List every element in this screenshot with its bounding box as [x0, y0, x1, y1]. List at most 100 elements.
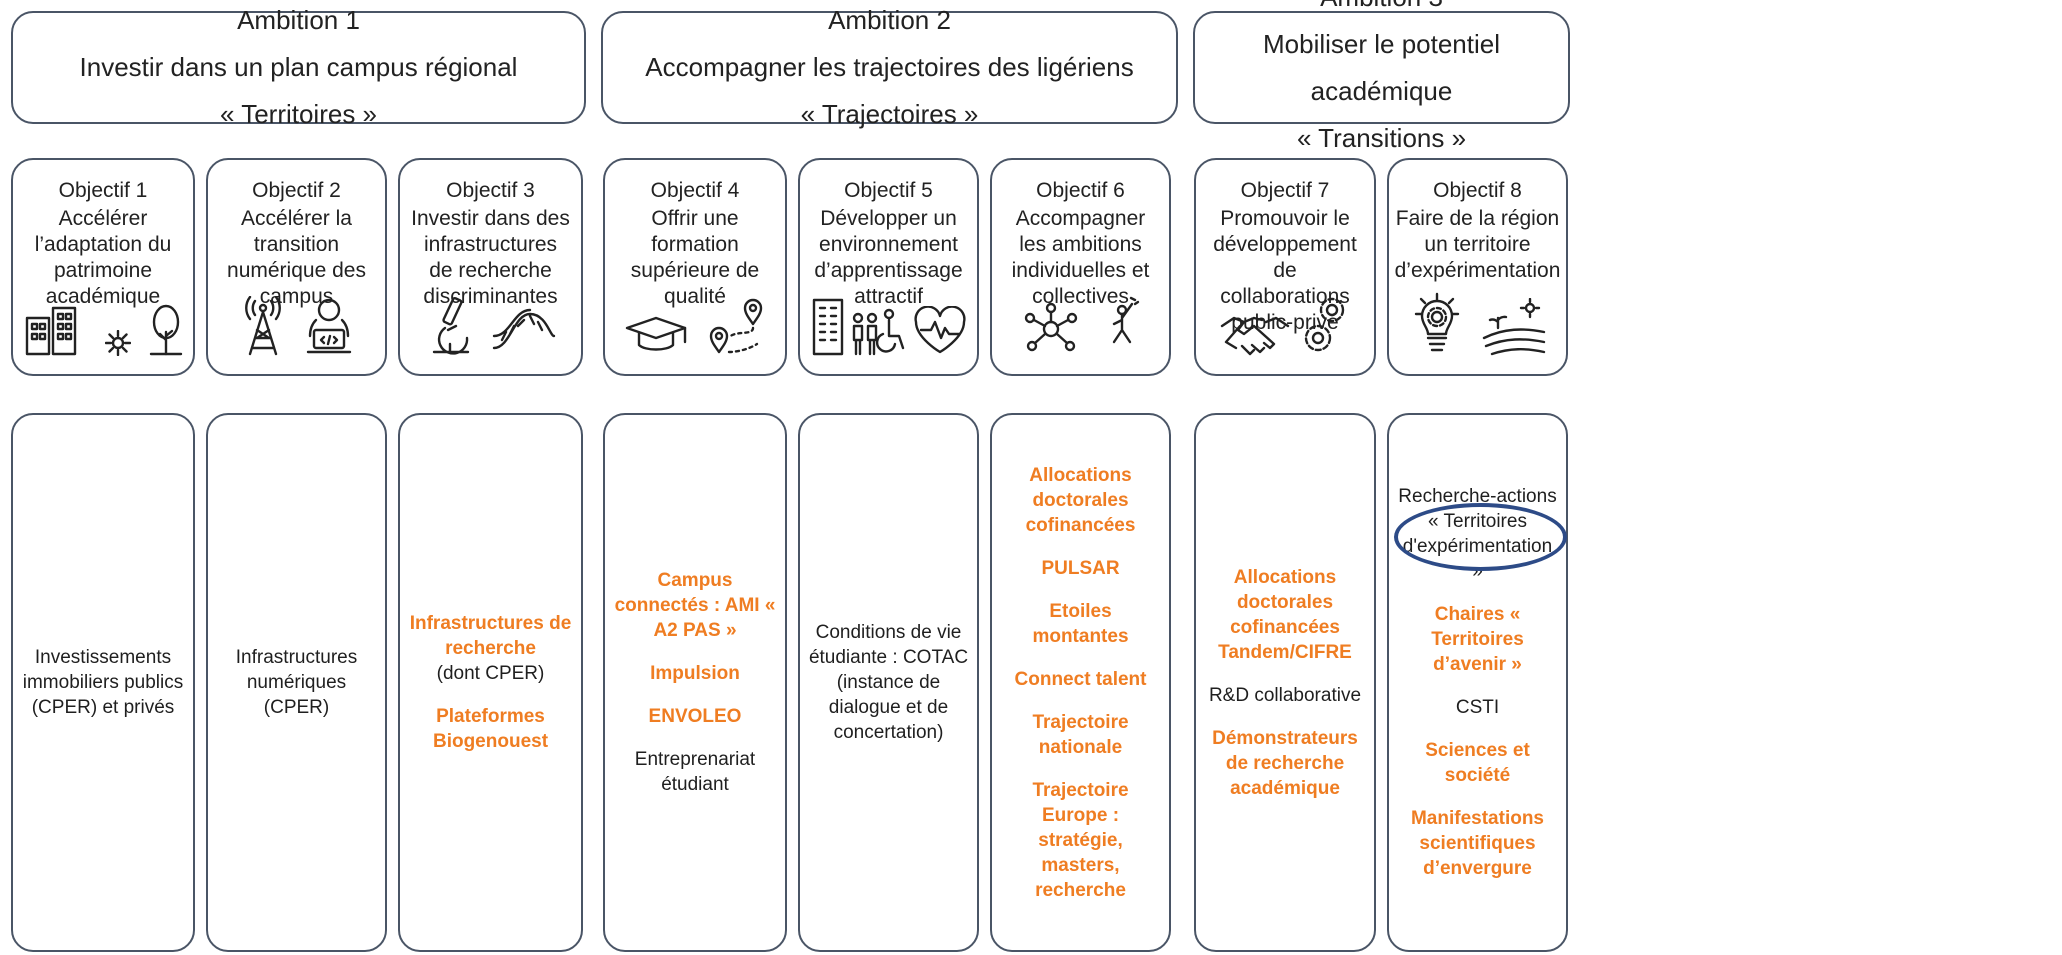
- action-label: R&D collaborative: [1208, 684, 1362, 706]
- actions-box-1: Investissements immobiliers publics (CPE…: [11, 413, 195, 952]
- lightbulb-gear-icon: [1414, 292, 1459, 352]
- objective-title: Objectif 4: [650, 179, 740, 202]
- actions-box-7: Allocations doctorales cofinancées Tande…: [1194, 413, 1376, 952]
- ambition-title: Ambition 3: [1320, 0, 1443, 21]
- action-item: Campus connectés : AMI « A2 PAS »: [613, 568, 777, 643]
- action-item: Trajectoire Europe : stratégie, masters,…: [1000, 778, 1161, 903]
- objective-2-box: Objectif 2 Accélérer la transition numér…: [206, 158, 387, 376]
- ambition-2-box: Ambition 2 Accompagner les trajectoires …: [601, 5, 1178, 129]
- action-item: Impulsion: [650, 661, 740, 686]
- action-item: CSTI: [1456, 695, 1499, 720]
- objective-6-box: Objectif 6 Accompagner les ambitions ind…: [990, 158, 1171, 376]
- field-sprout-icon: [1482, 298, 1545, 356]
- objective-title: Objectif 5: [844, 179, 933, 202]
- action-label: Impulsion: [650, 663, 740, 684]
- objective-3-box: Objectif 3 Investir dans des infrastruct…: [398, 158, 583, 376]
- objective-title: Objectif 3: [446, 179, 535, 202]
- ambition-tag: « Territoires »: [219, 99, 378, 129]
- ambition-1-box: Ambition 1 Investir dans un plan campus …: [11, 5, 586, 129]
- action-item: Chaires « Territoires d’avenir »: [1397, 602, 1558, 677]
- action-label: Infrastructures numériques (CPER): [235, 647, 358, 718]
- objective-description: Accélérer la transition numérique des ca…: [227, 207, 366, 308]
- action-label: Allocations doctorales cofinancées: [1025, 464, 1136, 536]
- action-label: Campus connectés : AMI « A2 PAS »: [614, 570, 776, 641]
- highlight-ring: [1394, 503, 1567, 571]
- objective-title: Objectif 2: [252, 179, 341, 202]
- ambition-tag: « Transitions »: [1296, 122, 1467, 153]
- objective-title: Objectif 6: [1036, 179, 1125, 202]
- action-item: R&D collaborative: [1209, 683, 1361, 708]
- actions-box-5: Conditions de vie étudiante : COTAC (ins…: [798, 413, 979, 952]
- action-suffix: (dont CPER): [436, 663, 545, 684]
- action-label: Plateformes Biogenouest: [432, 706, 549, 752]
- ambition-title: Ambition 2: [828, 5, 951, 35]
- actions-box-2: Infrastructures numériques (CPER): [206, 413, 387, 952]
- action-label: Sciences et société: [1425, 740, 1530, 786]
- action-item: Démonstrateurs de recherche académique: [1204, 726, 1366, 801]
- objective-description: Offrir une formation supérieure de quali…: [630, 207, 760, 308]
- objective-4-box: Objectif 4 Offrir une formation supérieu…: [603, 158, 787, 376]
- action-item: Plateformes Biogenouest: [408, 704, 573, 754]
- action-item: Connect talent: [1015, 667, 1147, 692]
- people-wheelchair-icon: [852, 308, 904, 356]
- action-item: Entreprenariat étudiant: [613, 747, 777, 797]
- dna-icon: [492, 308, 555, 350]
- action-item: Allocations doctorales cofinancées: [1000, 463, 1161, 538]
- objective-title: Objectif 7: [1240, 179, 1330, 202]
- network-icon: [1024, 302, 1077, 352]
- handshake-icon: [1220, 316, 1290, 356]
- actions-box-8: Recherche-actions « Territoires d'expéri…: [1387, 413, 1568, 952]
- action-label: ENVOLEO: [648, 706, 742, 727]
- route-pin-icon: [709, 298, 763, 354]
- ambition-description: Accompagner les trajectoires des ligérie…: [645, 52, 1134, 82]
- action-label: Connect talent: [1014, 668, 1147, 690]
- action-label: Trajectoire Europe : stratégie, masters,…: [1032, 779, 1129, 901]
- objective-title: Objectif 1: [58, 179, 148, 202]
- action-item: Infrastructures de recherche (dont CPER): [408, 611, 573, 686]
- action-label: PULSAR: [1041, 557, 1120, 579]
- tree-icon: [149, 304, 183, 356]
- action-label: CSTI: [1455, 697, 1500, 718]
- action-item: PULSAR: [1041, 556, 1119, 581]
- action-item: Etoiles montantes: [1000, 599, 1161, 649]
- action-label: Conditions de vie étudiante : COTAC (ins…: [808, 622, 969, 743]
- action-item: Manifestations scientifiques d’envergure: [1397, 806, 1558, 881]
- city-buildings-icon: [25, 306, 77, 356]
- heart-pulse-icon: [913, 306, 966, 354]
- objective-description: Investir dans des infrastructures de rec…: [411, 207, 570, 308]
- objective-1-box: Objectif 1 Accélérer l’adaptation du pat…: [11, 158, 195, 376]
- actions-box-4: Campus connectés : AMI « A2 PAS » Impulsi…: [603, 413, 787, 952]
- objective-title: Objectif 8: [1433, 179, 1522, 202]
- antenna-tower-icon: [244, 296, 281, 356]
- action-item: Trajectoire nationale: [1000, 710, 1161, 760]
- action-label: Investissements immobiliers publics (CPE…: [22, 647, 184, 718]
- actions-box-3: Infrastructures de recherche (dont CPER) P…: [398, 413, 583, 952]
- ambition-description: Mobiliser le potentiel académique: [1262, 28, 1500, 106]
- action-item: Investissements immobiliers publics (CPE…: [21, 645, 185, 720]
- ambition-description: Investir dans un plan campus régional: [79, 52, 518, 82]
- laptop-user-icon: [306, 298, 351, 354]
- microscope-icon: [432, 296, 469, 355]
- action-item: Infrastructures numériques (CPER): [216, 645, 377, 720]
- action-label: Trajectoire nationale: [1032, 711, 1129, 758]
- action-label: Allocations doctorales cofinancées Tande…: [1218, 566, 1352, 663]
- action-label: Infrastructures de recherche: [409, 613, 572, 659]
- action-label: Démonstrateurs de recherche académique: [1212, 727, 1358, 799]
- ambition-tag: « Trajectoires »: [800, 99, 979, 129]
- achiever-icon: [1112, 296, 1139, 344]
- building-icon: [812, 298, 843, 356]
- action-label: Manifestations scientifiques d’envergure: [1410, 808, 1545, 879]
- objective-description: Faire de la région un territoire d’expér…: [1394, 207, 1561, 282]
- objective-5-box: Objectif 5 Développer un environnement d…: [798, 158, 979, 376]
- objective-8-box: Objectif 8 Faire de la région un territo…: [1387, 158, 1568, 376]
- objective-description: Accompagner les ambitions individuelles …: [1011, 207, 1150, 308]
- gears-icon: [1304, 297, 1345, 352]
- action-label: Etoiles montantes: [1032, 600, 1129, 647]
- objective-description: Accélérer l’adaptation du patrimoine aca…: [34, 207, 172, 308]
- objective-description: Promouvoir le développement de collabora…: [1213, 207, 1357, 334]
- sun-icon: [105, 330, 131, 356]
- action-item: ENVOLEO: [649, 704, 742, 729]
- action-item: Conditions de vie étudiante : COTAC (ins…: [808, 620, 969, 745]
- graduation-cap-icon: [625, 316, 687, 351]
